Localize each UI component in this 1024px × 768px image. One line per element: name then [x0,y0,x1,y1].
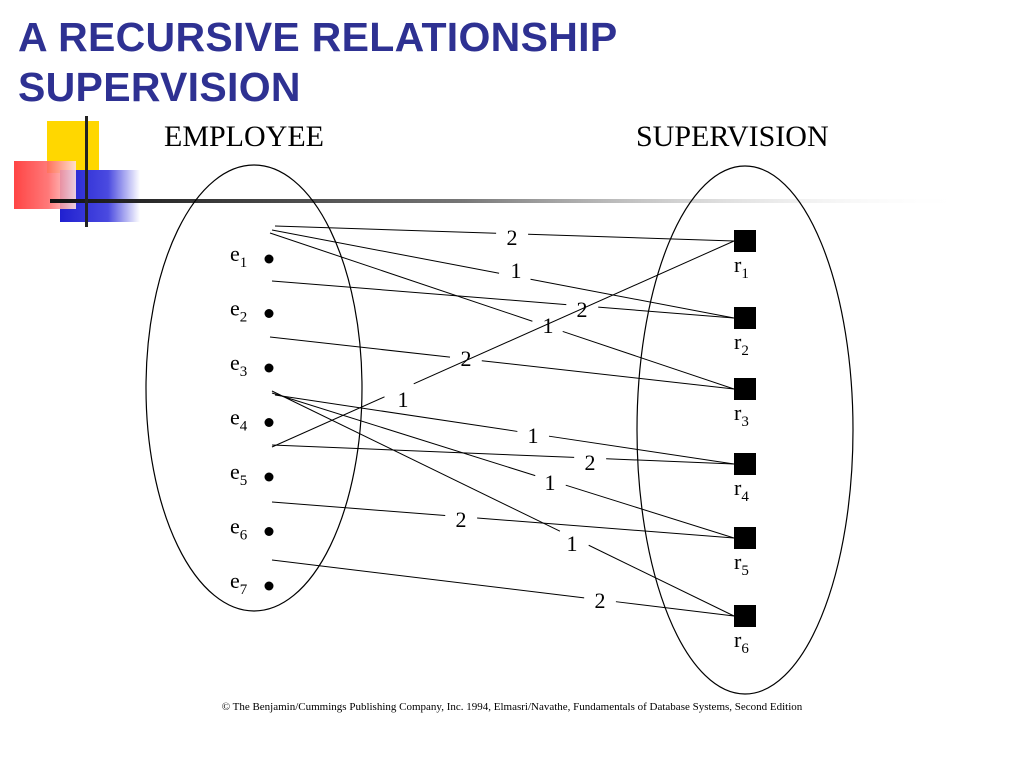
role-label-r3-e1: 1 [543,313,554,338]
link-r4-e5-segment-b [548,435,735,465]
link-r1-e1-segment-a [274,225,497,234]
link-r3-e3-segment-a [269,336,451,358]
link-r2-e1-segment-b [530,278,735,319]
relationship-label-r1: r1 [734,252,749,282]
link-r3-e1-segment-b [562,330,735,390]
role-label-r4-e5: 1 [528,423,539,448]
role-label-r6-e4: 1 [567,531,578,556]
relationship-square-r3 [734,378,756,400]
link-r4-e4-segment-a [271,444,575,458]
link-r2-e1-segment-a [271,229,500,274]
employee-label-e2: e2 [230,296,247,326]
role-label-r1-e1: 2 [507,225,518,250]
slide-title: A RECURSIVE RELATIONSHIP SUPERVISION [18,12,617,112]
employee-label-e6: e6 [230,514,248,544]
link-r5-e4-segment-b [565,484,735,539]
link-r6-e7-segment-b [615,601,735,617]
role-label-r3-e3: 2 [461,346,472,371]
link-r2-e2-segment-b [598,306,735,319]
deco-vertical-bar [85,116,88,227]
decorative-corner-graphic [14,116,970,227]
link-r1-e5-segment-b [413,240,735,385]
role-label-r1-e5: 1 [398,387,409,412]
relationship-instances: r1 r2 r3 r4 r5 r6 [734,230,756,657]
relationship-label-r6: r6 [734,627,749,657]
link-r4-e5-segment-a [274,394,518,432]
employee-dot-e3 [264,363,274,373]
role-label-r5-e4: 1 [545,470,556,495]
link-r4-e4-segment-b [606,458,735,465]
deco-horizontal-bar [50,199,970,203]
role-label-r2-e1: 1 [511,258,522,283]
link-r5-e6-segment-b [477,517,735,539]
link-r2-e2-segment-a [271,280,567,306]
relationship-square-r5 [734,527,756,549]
relationship-label-r3: r3 [734,400,749,430]
link-r3-e1-segment-a [269,232,533,322]
supervision-set-ellipse [636,165,854,695]
employee-dot-e6 [264,527,274,536]
link-r6-e7-segment-a [271,559,585,599]
employee-set-ellipse [145,164,363,612]
link-r1-e1-segment-b [528,233,735,242]
role-label-r2-e2: 2 [577,297,588,322]
employee-label-e5: e5 [230,459,247,489]
relationship-links [269,225,735,617]
copyright-footer: © The Benjamin/Cummings Publishing Compa… [221,701,803,713]
link-r6-e4-segment-a [271,390,561,532]
employee-dot-e7 [264,581,274,591]
role-label-r6-e7: 2 [595,588,606,613]
slide-title-line-2: SUPERVISION [18,64,301,110]
relationship-square-r6 [734,605,756,627]
employee-instances: e1 e2 e3 e4 e5 e6 e7 [230,241,274,598]
relationship-square-r4 [734,453,756,475]
link-r5-e4-segment-a [271,392,536,477]
link-r5-e6-segment-a [271,501,446,516]
role-label-r5-e6: 2 [456,507,467,532]
employee-set-label: EMPLOYEE [164,120,324,153]
link-r3-e3-segment-b [481,360,735,390]
role-label-r4-e4: 2 [585,450,596,475]
relationship-label-r4: r4 [734,475,749,505]
employee-label-e1: e1 [230,241,247,271]
relationship-label-r2: r2 [734,329,749,359]
employee-label-e4: e4 [230,405,248,435]
link-r6-e4-segment-b [588,544,735,617]
employee-label-e3: e3 [230,350,247,380]
relationship-label-r5: r5 [734,549,749,579]
slide-title-line-1: A RECURSIVE RELATIONSHIP [18,14,618,60]
relationship-square-r1 [734,230,756,252]
employee-dot-e4 [264,418,274,427]
employee-dot-e5 [264,472,274,482]
employee-label-e7: e7 [230,568,248,598]
relationship-square-r2 [734,307,756,329]
employee-dot-e2 [264,309,274,318]
supervision-set-label: SUPERVISION [636,120,829,153]
link-r1-e5-segment-a [271,396,385,448]
employee-dot-e1 [264,254,274,264]
